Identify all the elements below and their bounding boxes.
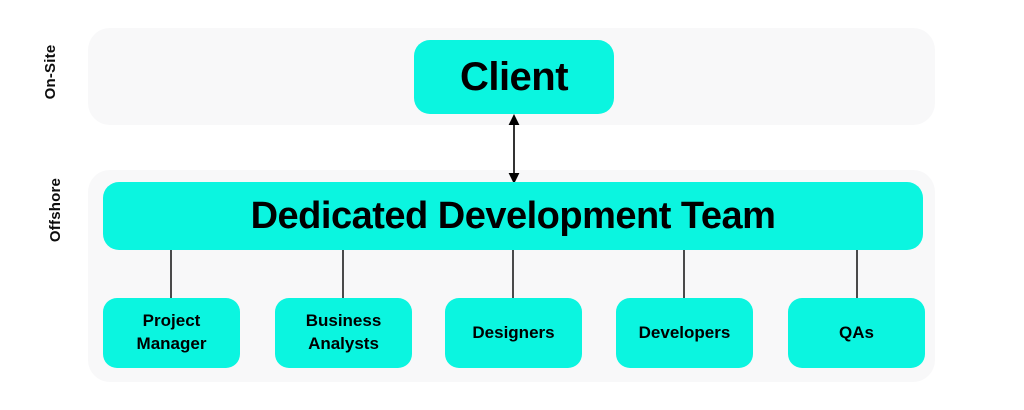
role-line-2: Analysts: [308, 334, 379, 353]
node-project-manager[interactable]: Project Manager: [103, 298, 240, 368]
node-dedicated-development-team[interactable]: Dedicated Development Team: [103, 182, 923, 250]
node-client[interactable]: Client: [414, 40, 614, 114]
node-team-label: Dedicated Development Team: [250, 194, 776, 237]
connector-team-to-designers: [512, 250, 514, 298]
node-developers-label: Developers: [638, 322, 731, 342]
connector-team-to-developers: [683, 250, 685, 298]
connector-team-to-project-manager: [170, 250, 172, 298]
role-line-1: Project: [142, 311, 201, 331]
node-project-manager-label: Project Manager: [137, 310, 207, 356]
role-line-1: Business: [305, 311, 382, 331]
node-designers[interactable]: Designers: [445, 298, 582, 368]
node-business-analysts[interactable]: Business Analysts: [275, 298, 412, 368]
node-qas-label: QAs: [839, 322, 874, 342]
node-developers[interactable]: Developers: [616, 298, 753, 368]
zone-label-on-site: On-Site: [42, 44, 59, 100]
node-qas[interactable]: QAs: [788, 298, 925, 368]
zone-label-offshore: Offshore: [47, 177, 64, 243]
connector-team-to-qas: [856, 250, 858, 298]
node-business-analysts-label: Business Analysts: [306, 310, 382, 356]
connector-team-to-business-analysts: [342, 250, 344, 298]
arrow-client-to-team-icon: [508, 114, 520, 184]
node-client-label: Client: [459, 54, 569, 99]
role-line-2: Manager: [136, 334, 207, 353]
node-designers-label: Designers: [472, 322, 555, 342]
